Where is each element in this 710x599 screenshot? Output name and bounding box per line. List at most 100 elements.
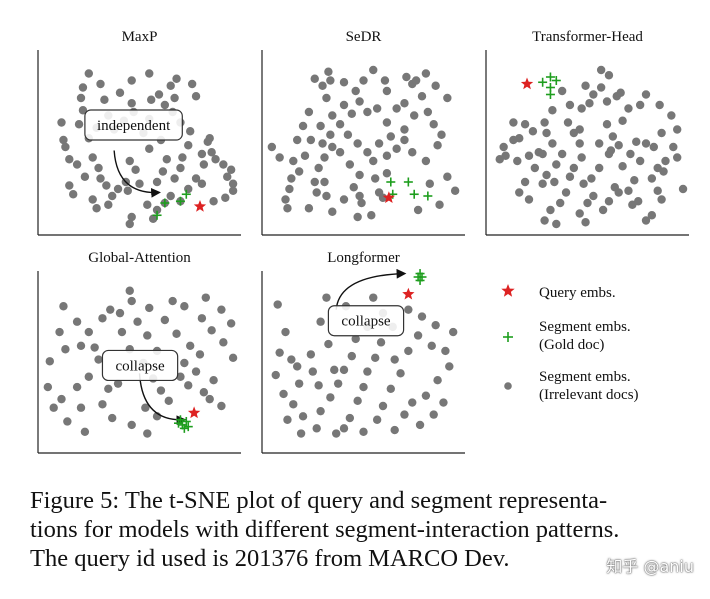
- irrelevant-point: [84, 69, 94, 78]
- irrelevant-point: [88, 153, 97, 162]
- irrelevant-point: [367, 211, 376, 220]
- irrelevant-point: [223, 172, 232, 181]
- irrelevant-point: [100, 95, 109, 104]
- irrelevant-point: [392, 144, 401, 153]
- irrelevant-point: [145, 303, 154, 313]
- irrelevant-point: [172, 329, 181, 338]
- irrelevant-point: [123, 186, 132, 195]
- irrelevant-point: [141, 403, 150, 412]
- irrelevant-point: [160, 100, 170, 110]
- irrelevant-point: [408, 398, 417, 407]
- irrelevant-point: [433, 141, 442, 150]
- irrelevant-point: [369, 65, 378, 75]
- irrelevant-point: [170, 174, 179, 183]
- irrelevant-point: [199, 388, 209, 397]
- irrelevant-point: [281, 327, 290, 337]
- irrelevant-point: [589, 90, 598, 99]
- irrelevant-point: [359, 76, 368, 85]
- irrelevant-point: [166, 81, 175, 90]
- irrelevant-point: [339, 100, 349, 110]
- irrelevant-point: [598, 205, 608, 215]
- irrelevant-point: [186, 341, 195, 350]
- irrelevant-point: [427, 341, 436, 350]
- irrelevant-point: [168, 296, 177, 306]
- irrelevant-point: [546, 205, 555, 215]
- irrelevant-point: [608, 132, 618, 141]
- irrelevant-point: [575, 139, 584, 148]
- irrelevant-point: [374, 139, 384, 148]
- legend-gold-label-line1: Segment embs.: [539, 319, 631, 335]
- irrelevant-point: [577, 104, 586, 113]
- legend-query-star-icon: [501, 284, 515, 297]
- irrelevant-point: [172, 74, 181, 83]
- irrelevant-point: [678, 184, 688, 194]
- irrelevant-point: [115, 308, 125, 318]
- irrelevant-point: [152, 205, 162, 215]
- irrelevant-point: [363, 367, 372, 376]
- irrelevant-point: [96, 174, 105, 183]
- irrelevant-point: [131, 165, 140, 174]
- irrelevant-point: [614, 188, 623, 197]
- irrelevant-point: [429, 410, 438, 419]
- irrelevant-point: [343, 130, 353, 139]
- irrelevant-point: [435, 200, 444, 209]
- irrelevant-point: [308, 367, 317, 376]
- irrelevant-point: [552, 160, 561, 169]
- irrelevant-point: [273, 300, 282, 309]
- irrelevant-point: [127, 420, 136, 430]
- irrelevant-point: [306, 350, 316, 359]
- irrelevant-point: [127, 76, 136, 85]
- gold-segment-point: [403, 177, 413, 187]
- irrelevant-point: [363, 107, 372, 117]
- irrelevant-point: [524, 151, 534, 160]
- irrelevant-point: [209, 376, 218, 385]
- gold-segment-point: [183, 422, 193, 432]
- irrelevant-point: [61, 142, 70, 152]
- irrelevant-point: [74, 120, 84, 129]
- irrelevant-point: [581, 81, 590, 90]
- gold-segment-point: [181, 189, 191, 199]
- irrelevant-point: [540, 216, 549, 225]
- irrelevant-point: [595, 163, 604, 173]
- irrelevant-point: [357, 198, 366, 208]
- irrelevant-point: [219, 338, 228, 347]
- irrelevant-point: [104, 384, 113, 393]
- irrelevant-point: [355, 170, 364, 180]
- irrelevant-point: [371, 174, 380, 183]
- irrelevant-point: [88, 195, 97, 204]
- query-point: [193, 200, 207, 212]
- irrelevant-point: [219, 160, 228, 169]
- irrelevant-point: [170, 93, 179, 103]
- irrelevant-point: [115, 88, 125, 97]
- irrelevant-point: [127, 99, 136, 108]
- irrelevant-point: [404, 346, 413, 356]
- irrelevant-point: [320, 177, 329, 187]
- irrelevant-point: [84, 327, 94, 337]
- irrelevant-point: [431, 81, 440, 90]
- gold-segment-point: [152, 210, 162, 220]
- irrelevant-point: [413, 331, 423, 340]
- irrelevant-point: [565, 100, 575, 110]
- irrelevant-point: [581, 218, 590, 227]
- irrelevant-point: [125, 219, 134, 229]
- irrelevant-point: [113, 184, 123, 194]
- irrelevant-point: [152, 177, 162, 187]
- irrelevant-point: [647, 174, 657, 183]
- gold-segment-point: [175, 196, 185, 206]
- irrelevant-point: [355, 191, 364, 201]
- irrelevant-point: [275, 153, 284, 162]
- panel-title: Global-Attention: [88, 250, 191, 266]
- irrelevant-point: [443, 93, 452, 103]
- irrelevant-point: [228, 179, 238, 188]
- irrelevant-point: [80, 427, 90, 436]
- irrelevant-point: [372, 104, 382, 113]
- irrelevant-point: [300, 151, 310, 160]
- irrelevant-point: [98, 400, 107, 409]
- irrelevant-point: [618, 162, 627, 171]
- irrelevant-point: [312, 424, 321, 433]
- irrelevant-point: [164, 396, 173, 406]
- irrelevant-point: [411, 76, 421, 85]
- irrelevant-point: [624, 104, 633, 113]
- irrelevant-point: [98, 314, 107, 323]
